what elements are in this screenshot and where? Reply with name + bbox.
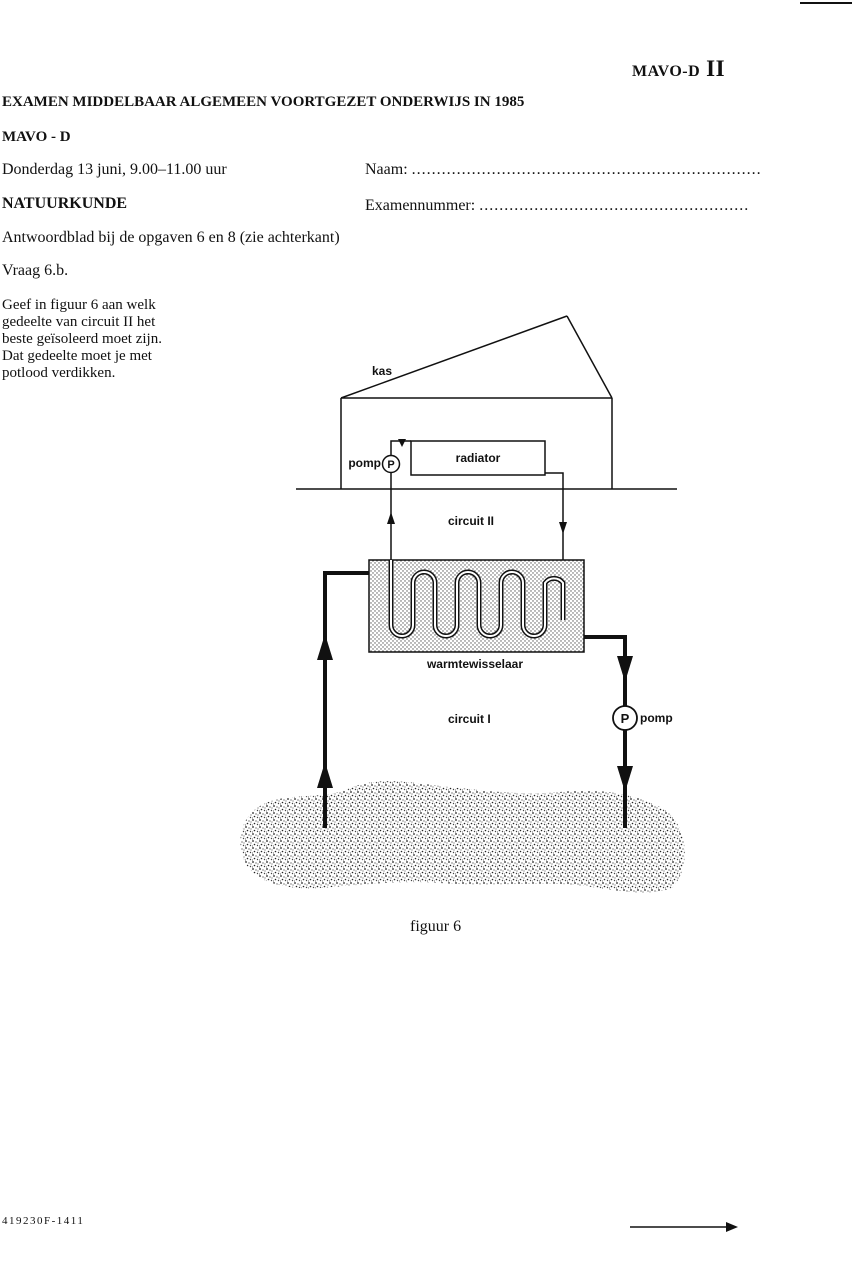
pump-bottom-symbol: P <box>621 711 630 726</box>
exam-number-label: Examennummer: <box>365 197 476 214</box>
exam-date: Donderdag 13 juni, 9.00–11.00 uur <box>2 161 227 178</box>
question-number: Vraag 6.b. <box>2 262 69 279</box>
pump-bottom-icon <box>612 705 638 731</box>
exam-code-roman: II <box>706 56 726 81</box>
exam-code: MAVO-D II <box>632 56 725 82</box>
circuit-one-label: circuit I <box>448 712 491 726</box>
name-field[interactable]: Naam: ..................................… <box>365 161 762 179</box>
exam-subject: NATUURKUNDE <box>2 195 128 212</box>
footer-code: 419230F-1411 <box>2 1215 85 1227</box>
circuit-one-down-arrow-top <box>617 656 633 682</box>
circuit-one-up-arrow-top <box>317 634 333 660</box>
instruction-line: potlood verdikken. <box>2 365 116 381</box>
circuit-one-up-arrow-bottom <box>317 762 333 788</box>
top-rule <box>800 2 852 4</box>
next-page-arrow-icon <box>630 1222 738 1232</box>
greenhouse <box>340 315 613 489</box>
radiator-inlet-arrow <box>398 439 406 447</box>
instruction-line: Geef in figuur 6 aan welk <box>2 297 156 313</box>
circuit-two-down-arrow <box>559 522 567 534</box>
name-dots: ........................................… <box>411 161 762 178</box>
pump-top-icon <box>381 454 401 474</box>
exam-number-field[interactable]: Examennummer: ..........................… <box>365 197 749 215</box>
radiator-label: radiator <box>456 451 501 465</box>
pump-top-label: pomp <box>348 456 381 470</box>
answer-sheet-note: Antwoordblad bij de opgaven 6 en 8 (zie … <box>2 229 340 246</box>
instruction-line: gedeelte van circuit II het <box>2 314 156 330</box>
figure-caption: figuur 6 <box>410 918 462 935</box>
radiator <box>410 440 546 476</box>
instruction-line: beste geïsoleerd moet zijn. <box>2 331 162 347</box>
greenhouse-label: kas <box>372 364 392 378</box>
exam-number-dots: ........................................… <box>479 197 750 214</box>
name-label: Naam: <box>365 161 408 178</box>
heat-exchanger-label: warmtewisselaar <box>426 657 523 671</box>
instruction-text: Geef in figuur 6 aan welk gedeelte van c… <box>2 297 202 382</box>
pump-top-symbol: P <box>387 459 394 471</box>
circuit-two-up-arrow <box>387 512 395 524</box>
pump-bottom-label: pomp <box>640 711 673 725</box>
exam-code-text: MAVO-D <box>632 63 701 80</box>
exam-title: EXAMEN MIDDELBAAR ALGEMEEN VOORTGEZET ON… <box>2 94 525 110</box>
instruction-line: Dat gedeelte moet je met <box>2 348 152 364</box>
circuit-one-down-arrow-bottom <box>617 766 633 792</box>
ground-patch <box>240 781 685 893</box>
circuit-two-label: circuit II <box>448 514 494 528</box>
exam-level: MAVO - D <box>2 129 71 145</box>
